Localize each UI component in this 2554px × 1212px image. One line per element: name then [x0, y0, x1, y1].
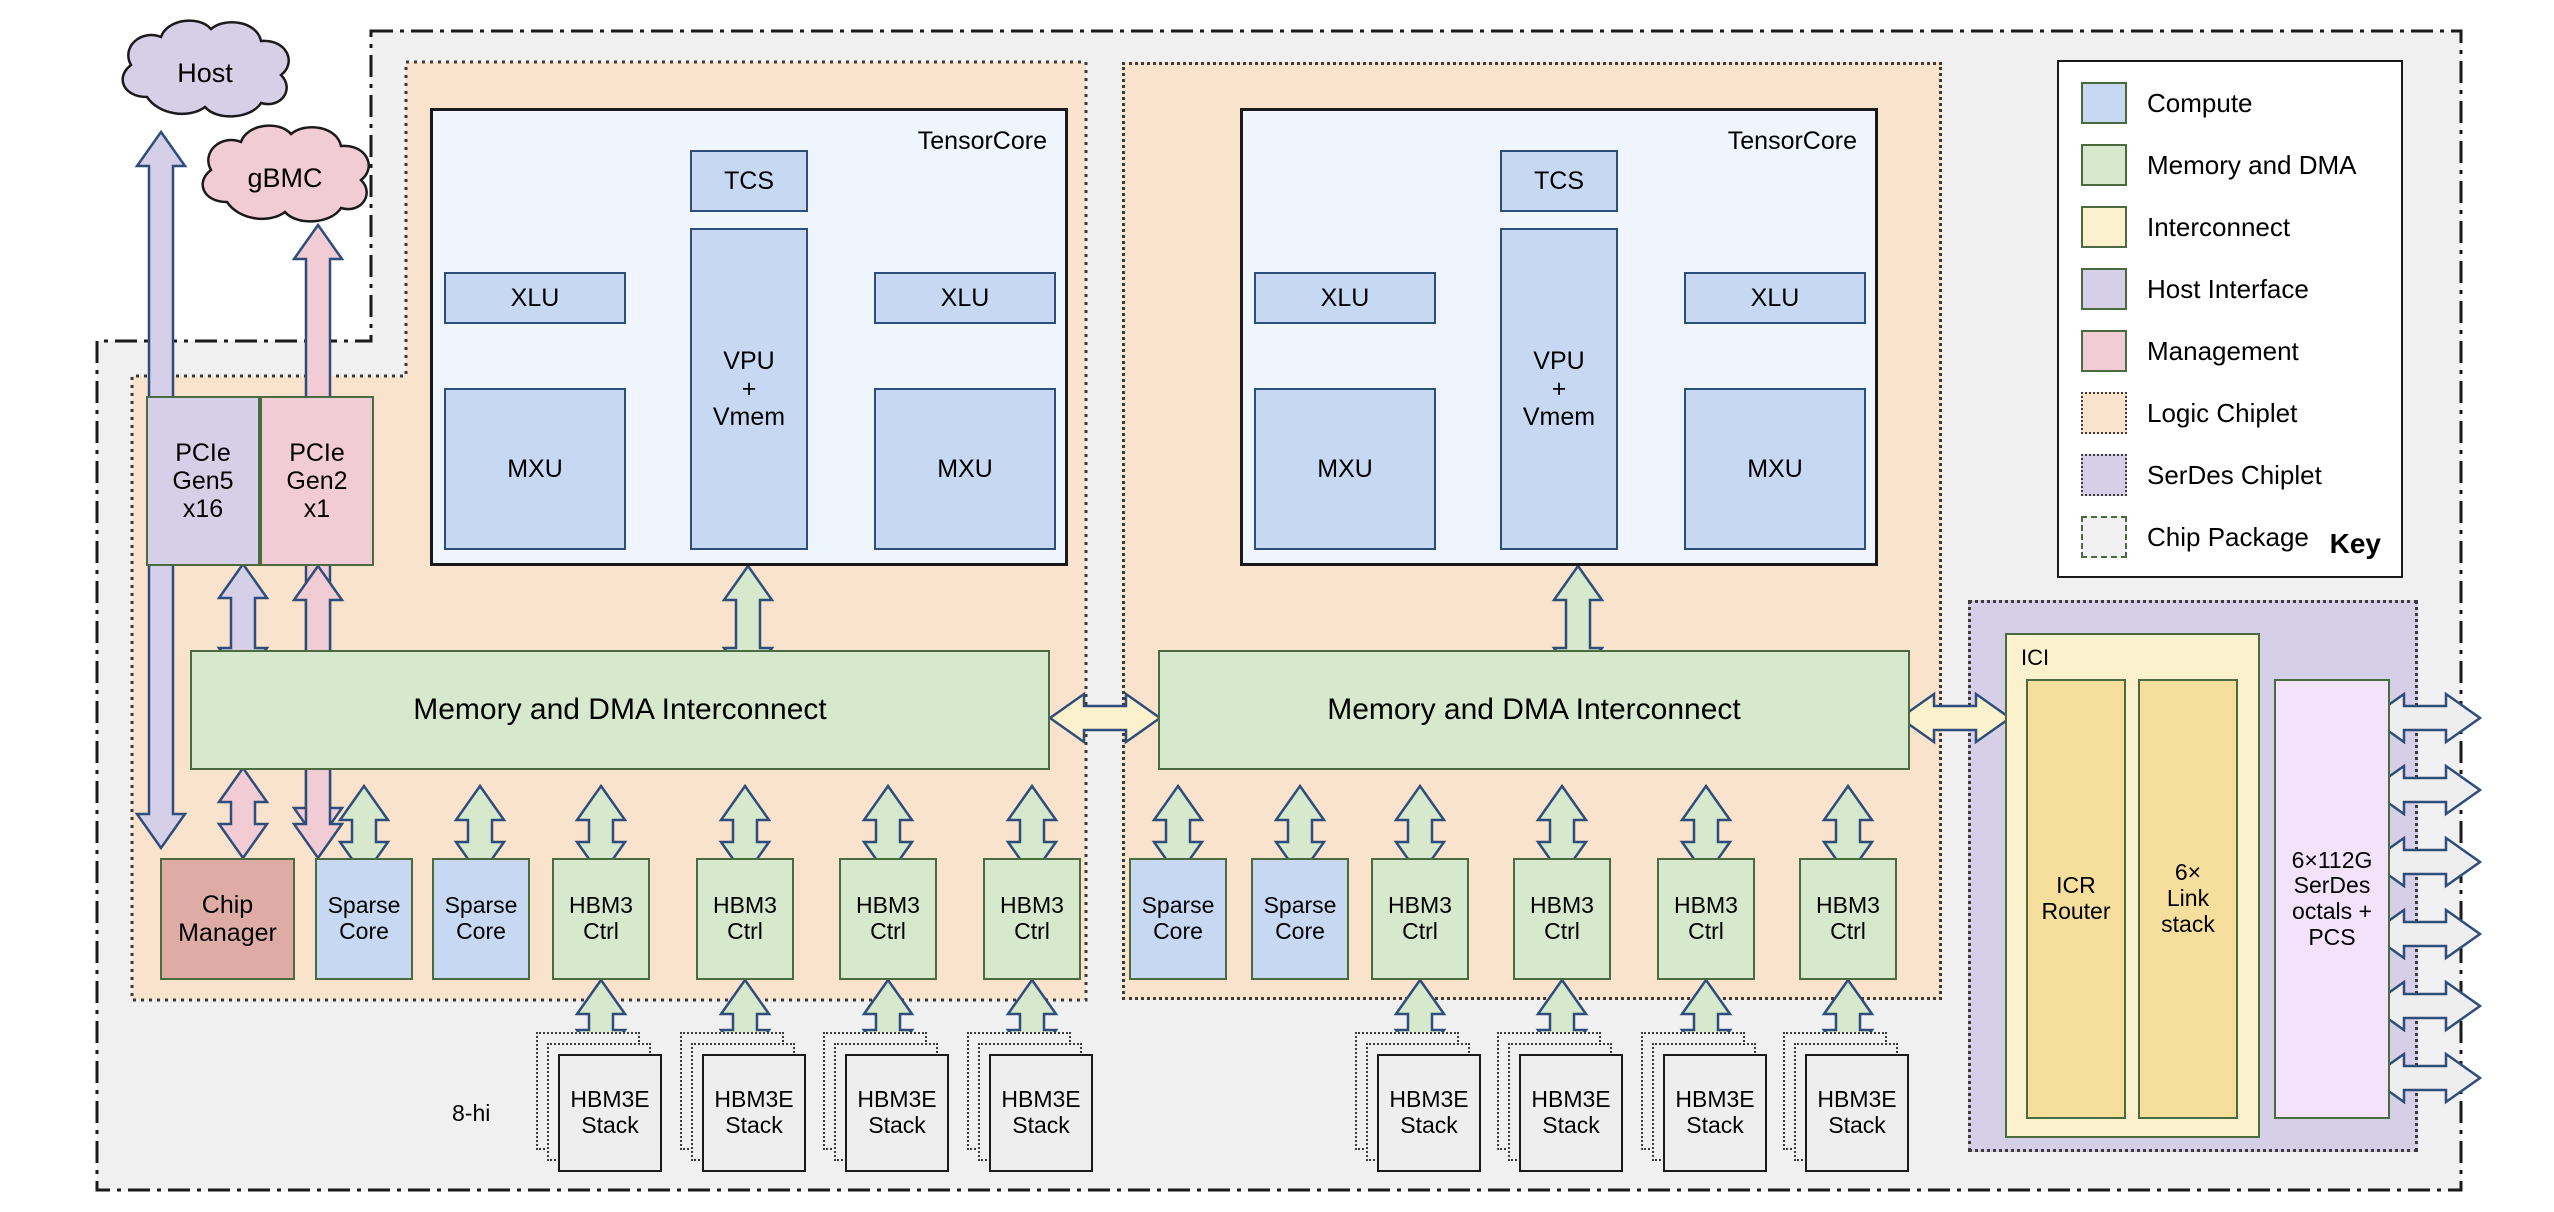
hbm3e-stack-3[interactable]: HBM3E Stack — [823, 1032, 949, 1172]
legend-swatch-chip-package — [2081, 516, 2127, 558]
legend-swatch-logic-chiplet — [2081, 392, 2127, 434]
hbm3-ctrl-l2[interactable]: HBM3 Ctrl — [696, 858, 794, 980]
pcie-gen2-block[interactable]: PCIe Gen2 x1 — [260, 396, 374, 566]
ici-title: ICI — [2021, 645, 2050, 670]
hbm-row-label-text: 8-hi — [452, 1100, 491, 1126]
hbm3-ctrl-l1[interactable]: HBM3 Ctrl — [552, 858, 650, 980]
icr-router-block[interactable]: ICR Router — [2026, 679, 2126, 1119]
stack-layer-front[interactable]: HBM3E Stack — [702, 1054, 806, 1172]
legend-label-logic-chiplet: Logic Chiplet — [2147, 397, 2298, 428]
legend-label-management: Management — [2147, 335, 2299, 366]
legend-label-chip-package: Chip Package — [2147, 521, 2309, 552]
chip-manager-block[interactable]: Chip Manager — [160, 858, 295, 980]
vpu-vmem-right[interactable]: VPU + Vmem — [1500, 228, 1618, 550]
hbm3e-stack-1[interactable]: HBM3E Stack — [536, 1032, 662, 1172]
legend-swatch-management — [2081, 330, 2127, 372]
mxu-right-east[interactable]: MXU — [1684, 388, 1866, 550]
legend-swatch-compute — [2081, 82, 2127, 124]
legend-item-management: Management — [2081, 330, 2299, 372]
tcs-right[interactable]: TCS — [1500, 150, 1618, 212]
legend-swatch-serdes-chiplet — [2081, 454, 2127, 496]
hbm3-ctrl-r2[interactable]: HBM3 Ctrl — [1513, 858, 1611, 980]
legend-label-serdes-chiplet: SerDes Chiplet — [2147, 459, 2322, 490]
memory-dma-interconnect-right[interactable]: Memory and DMA Interconnect — [1158, 650, 1910, 770]
legend-item-host-interface: Host Interface — [2081, 268, 2309, 310]
mxu-left-east[interactable]: MXU — [874, 388, 1056, 550]
legend-title: Key — [2329, 528, 2381, 559]
legend-item-memory-dma: Memory and DMA — [2081, 144, 2357, 186]
hbm3-ctrl-l3[interactable]: HBM3 Ctrl — [839, 858, 937, 980]
legend-item-interconnect: Interconnect — [2081, 206, 2290, 248]
vpu-vmem-left[interactable]: VPU + Vmem — [690, 228, 808, 550]
tensorcore-left-title: TensorCore — [917, 127, 1047, 155]
link-stack-block[interactable]: 6× Link stack — [2138, 679, 2238, 1119]
hbm3e-stack-6[interactable]: HBM3E Stack — [1497, 1032, 1623, 1172]
legend-item-compute: Compute — [2081, 82, 2253, 124]
sparse-core-r2[interactable]: Sparse Core — [1251, 858, 1349, 980]
xlu-left-east[interactable]: XLU — [874, 272, 1056, 324]
hbm3-ctrl-r4[interactable]: HBM3 Ctrl — [1799, 858, 1897, 980]
stack-layer-front[interactable]: HBM3E Stack — [989, 1054, 1093, 1172]
xlu-right-west[interactable]: XLU — [1254, 272, 1436, 324]
sparse-core-l1[interactable]: Sparse Core — [315, 858, 413, 980]
sparse-core-r1[interactable]: Sparse Core — [1129, 858, 1227, 980]
legend-label-compute: Compute — [2147, 87, 2253, 118]
gbmc-cloud: gBMC — [185, 120, 385, 230]
legend-item-chip-package: Chip Package — [2081, 516, 2309, 558]
stack-layer-front[interactable]: HBM3E Stack — [1663, 1054, 1767, 1172]
xlu-left-west[interactable]: XLU — [444, 272, 626, 324]
legend-item-serdes-chiplet: SerDes Chiplet — [2081, 454, 2322, 496]
xlu-right-east[interactable]: XLU — [1684, 272, 1866, 324]
pcie-gen5-block[interactable]: PCIe Gen5 x16 — [146, 396, 260, 566]
legend-label-host-interface: Host Interface — [2147, 273, 2309, 304]
serdes-block[interactable]: 6×112G SerDes octals + PCS — [2274, 679, 2390, 1119]
legend-swatch-memory-dma — [2081, 144, 2127, 186]
hbm3-ctrl-r1[interactable]: HBM3 Ctrl — [1371, 858, 1469, 980]
legend-swatch-interconnect — [2081, 206, 2127, 248]
stack-layer-front[interactable]: HBM3E Stack — [845, 1054, 949, 1172]
stack-layer-front[interactable]: HBM3E Stack — [1377, 1054, 1481, 1172]
legend-label-interconnect: Interconnect — [2147, 211, 2291, 242]
stack-layer-front[interactable]: HBM3E Stack — [1805, 1054, 1909, 1172]
stack-layer-front[interactable]: HBM3E Stack — [1519, 1054, 1623, 1172]
hbm3-ctrl-l4[interactable]: HBM3 Ctrl — [983, 858, 1081, 980]
host-cloud: Host — [105, 15, 305, 125]
legend-panel: Compute Memory and DMA Interconnect Host… — [2057, 60, 2403, 578]
memory-dma-interconnect-left[interactable]: Memory and DMA Interconnect — [190, 650, 1050, 770]
legend-item-logic-chiplet: Logic Chiplet — [2081, 392, 2297, 434]
tensorcore-right-title: TensorCore — [1727, 127, 1857, 155]
hbm3e-stack-5[interactable]: HBM3E Stack — [1355, 1032, 1481, 1172]
legend-swatch-host-interface — [2081, 268, 2127, 310]
mxu-right-west[interactable]: MXU — [1254, 388, 1436, 550]
sparse-core-l2[interactable]: Sparse Core — [432, 858, 530, 980]
tcs-left[interactable]: TCS — [690, 150, 808, 212]
gbmc-cloud-label: gBMC — [247, 163, 323, 193]
hbm3e-stack-2[interactable]: HBM3E Stack — [680, 1032, 806, 1172]
stack-layer-front[interactable]: HBM3E Stack — [558, 1054, 662, 1172]
hbm3-ctrl-r3[interactable]: HBM3 Ctrl — [1657, 858, 1755, 980]
hbm3e-stack-8[interactable]: HBM3E Stack — [1783, 1032, 1909, 1172]
hbm3e-stack-7[interactable]: HBM3E Stack — [1641, 1032, 1767, 1172]
hbm-row-label: 8-hi — [452, 1100, 490, 1127]
hbm3e-stack-4[interactable]: HBM3E Stack — [967, 1032, 1093, 1172]
host-cloud-label: Host — [177, 58, 233, 88]
legend-label-memory-dma: Memory and DMA — [2147, 149, 2357, 180]
mxu-left-west[interactable]: MXU — [444, 388, 626, 550]
